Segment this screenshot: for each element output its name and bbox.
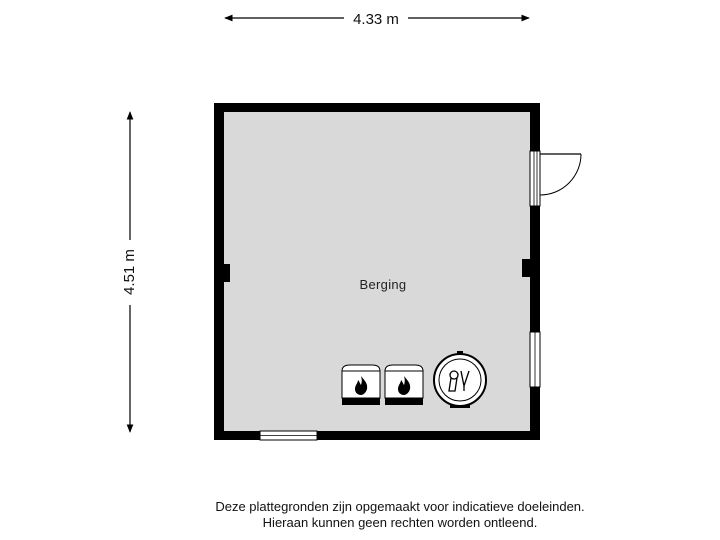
wall-bottom-left xyxy=(214,431,260,440)
width-label: 4.33 m xyxy=(353,11,399,28)
disclaimer: Deze plattegronden zijn opgemaakt voor i… xyxy=(0,499,720,531)
height-dimension: 4.51 m xyxy=(121,111,138,433)
width-dimension: 4.33 m xyxy=(224,11,530,28)
height-label: 4.51 m xyxy=(121,249,138,295)
walls xyxy=(214,103,540,440)
window-bottom xyxy=(259,430,318,441)
disclaimer-line-2: Hieraan kunnen geen rechten worden ontle… xyxy=(262,515,538,530)
wall-right-upper xyxy=(530,103,540,151)
disclaimer-line-1: Deze plattegronden zijn opgemaakt voor i… xyxy=(215,499,585,514)
wall-notch-right xyxy=(522,259,530,277)
fire-icon xyxy=(398,376,411,395)
wall-right-lower xyxy=(530,387,540,440)
fire-icon xyxy=(355,376,368,395)
room-label-berging: Berging xyxy=(360,277,407,292)
boiler-icon xyxy=(448,370,470,392)
door xyxy=(529,150,582,207)
boiler xyxy=(433,351,487,408)
wall-right-middle xyxy=(530,206,540,332)
wall-notch-left xyxy=(224,264,230,282)
heater-1 xyxy=(341,364,381,405)
wall-bottom-right xyxy=(317,431,540,440)
heater-2 xyxy=(384,364,424,405)
window-right xyxy=(529,331,541,388)
wall-top xyxy=(214,103,540,112)
door-swing xyxy=(539,153,582,196)
wall-left xyxy=(214,103,224,440)
